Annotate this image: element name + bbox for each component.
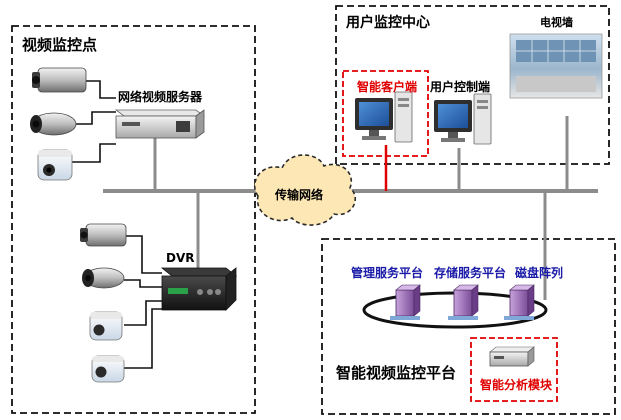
transport-network-cloud — [253, 154, 356, 226]
wire-cam4 — [124, 235, 162, 274]
user-center-title: 用户监控中心 — [346, 15, 430, 31]
analysis-module-highlight — [470, 337, 558, 402]
storage-server-icon — [448, 284, 479, 320]
analysis-module-device-icon — [489, 346, 535, 367]
disk-array-label: 磁盘阵列 — [515, 266, 564, 280]
camera-2-icon — [30, 112, 77, 136]
user-center-region — [335, 5, 610, 165]
storage-platform-label: 存储服务平台 — [434, 266, 507, 280]
wire-cam6 — [124, 300, 162, 326]
platform-title: 智能视频监控平台 — [336, 364, 457, 382]
tv-wall-image — [509, 33, 603, 99]
video-site-title: 视频监控点 — [22, 36, 98, 54]
wire-cam5 — [124, 279, 162, 288]
smart-client-label: 智能客户端 — [357, 80, 418, 94]
camera-7-icon — [91, 355, 125, 383]
tv-wall-label: 电视墙 — [540, 16, 573, 29]
network-video-server-label: 网络视频服务器 — [118, 90, 203, 104]
wire-cam1 — [84, 80, 116, 99]
dvr-icon — [160, 267, 238, 311]
wire-cam2 — [76, 111, 116, 125]
management-server-icon — [390, 284, 421, 320]
user-control-label: 用户控制端 — [430, 80, 491, 94]
transport-network-label: 传输网络 — [275, 188, 324, 202]
wire-cam7 — [124, 308, 162, 369]
camera-1-icon — [32, 67, 87, 93]
dvr-label: DVR — [166, 251, 195, 265]
camera-5-icon — [82, 267, 125, 289]
camera-6-icon — [89, 311, 123, 341]
mgmt-platform-label: 管理服务平台 — [351, 266, 424, 280]
disk-array-icon — [504, 284, 535, 320]
user-control-computer-icon — [434, 93, 492, 145]
analysis-module-label: 智能分析模块 — [480, 378, 553, 392]
smart-client-computer-icon — [355, 91, 413, 143]
wire-cam3 — [72, 143, 116, 163]
network-video-server-icon — [114, 109, 206, 139]
camera-4-icon — [80, 223, 127, 247]
platform-region — [321, 238, 616, 415]
camera-3-icon — [37, 149, 73, 181]
video-site-region — [11, 25, 256, 414]
